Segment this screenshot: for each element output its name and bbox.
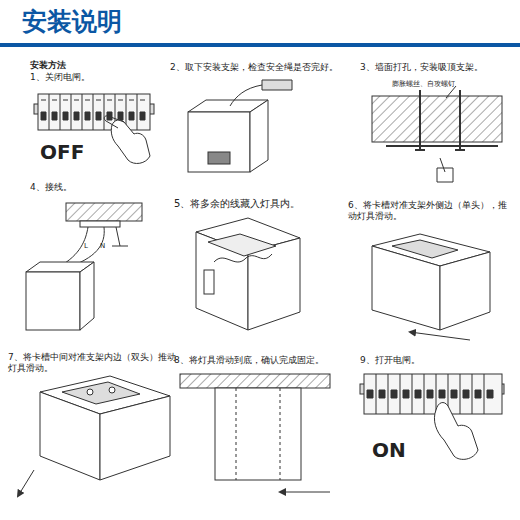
wire-label: N [100, 242, 112, 251]
part-label: 膨胀螺丝、自攻螺钉 [392, 80, 512, 89]
step-text: 9、打开电闸。 [360, 355, 480, 366]
section-heading: 安装方法 [30, 60, 110, 71]
title-bar [0, 43, 520, 47]
step-text: 2、取下安装支架，检查安全绳是否完好。 [170, 62, 355, 73]
step-text: 5、将多余的线藏入灯具内。 [174, 198, 346, 211]
lamp-open [196, 218, 300, 330]
step-text: 4、接线。 [30, 182, 120, 193]
wiring [26, 203, 142, 330]
step-text: 3、墙面打孔，安装吸顶支架。 [360, 62, 520, 73]
step-text: 8、将灯具滑动到底，确认完成固定。 [174, 355, 356, 366]
step-text: 1、关闭电闸。 [30, 72, 140, 83]
step-text: 6、将卡槽对准支架外侧边（单头），推动灯具滑动。 [348, 200, 508, 223]
ceiling-drilling [372, 86, 502, 182]
step-text: 7、将卡槽中间对准支架内边（双头）推动灯具滑动。 [8, 352, 176, 375]
page-title: 安装说明 [22, 6, 242, 37]
lamp-slide [372, 234, 490, 340]
wire-label: L [84, 242, 96, 251]
lamp-bracket [18, 376, 170, 496]
lamp-cube [188, 80, 292, 172]
lamp-fixed [180, 374, 330, 492]
switch-state: OFF [40, 140, 110, 165]
switch-state: ON [372, 438, 442, 463]
